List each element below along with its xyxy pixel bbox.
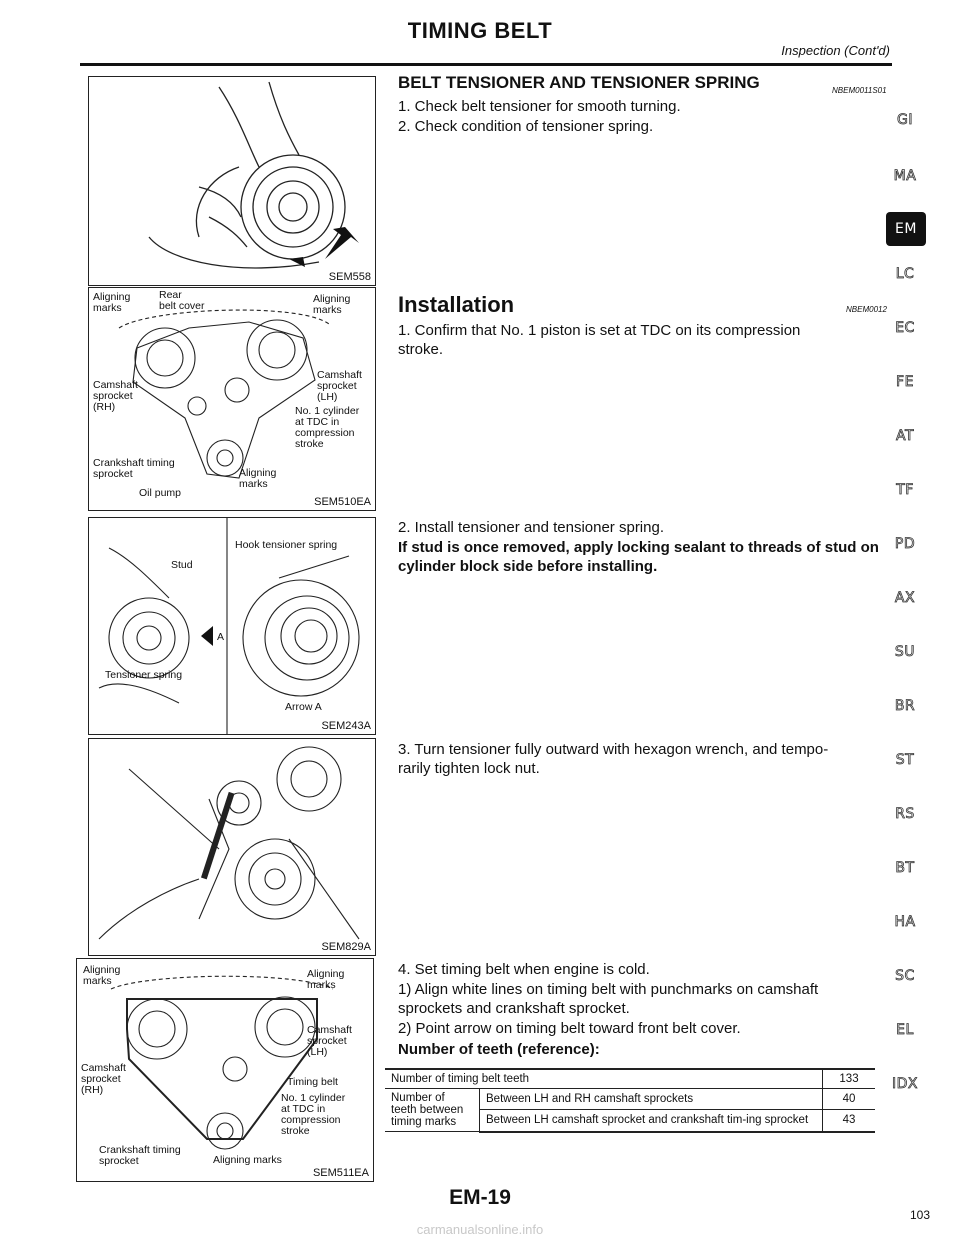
figure-code: SEM558 xyxy=(328,271,371,283)
side-tab-at[interactable]: AT xyxy=(895,428,915,445)
label-arrow-a: Arrow A xyxy=(285,701,322,713)
side-tab-el[interactable]: EL xyxy=(896,1022,914,1039)
figure-tensioner-spring: Stud Hook tensioner spring A Tensioner s… xyxy=(88,517,376,735)
label-stud: Stud xyxy=(171,559,193,571)
step-turn-tensioner: 3. Turn tensioner fully outward with hex… xyxy=(398,741,829,777)
warning-locking-sealant: If stud is once removed, apply locking s… xyxy=(398,539,879,575)
cell-label: Between LH camshaft sprocket and cranksh… xyxy=(479,1109,823,1133)
label-timing-belt: Timing belt xyxy=(287,1076,338,1088)
cell-value: 43 xyxy=(822,1109,875,1133)
label-crankshaft-sprocket: Crankshaft timing sprocket xyxy=(93,457,175,480)
table-row: Number of teeth between timing marks Bet… xyxy=(385,1087,875,1132)
label-aligning-marks-bottom: Aligning marks xyxy=(239,467,277,490)
page-label: EM-19 xyxy=(449,1186,511,1209)
figure-aligning-marks: Aligning marks Rear belt cover Aligning … xyxy=(88,287,376,511)
label-no1-cylinder: No. 1 cylinder at TDC in compression str… xyxy=(281,1092,346,1137)
side-tab-su[interactable]: SU xyxy=(894,644,916,661)
side-tab-em[interactable]: EM xyxy=(886,212,926,246)
label-camshaft-sprocket-rh: Camshaft sprocket (RH) xyxy=(81,1062,126,1096)
label-aligning-marks-left: Aligning marks xyxy=(93,291,131,314)
timing-belt-diagram xyxy=(110,975,334,1150)
hexagon-wrench-illustration xyxy=(98,746,360,940)
cell-value: 133 xyxy=(822,1068,875,1089)
label-camshaft-sprocket-lh: Camshaft sprocket (LH) xyxy=(307,1024,352,1058)
figure-code: SEM829A xyxy=(321,941,371,953)
side-tab-lc[interactable]: LC xyxy=(895,266,915,283)
table-row: Number of timing belt teeth 133 xyxy=(385,1068,875,1089)
side-tab-ec[interactable]: EC xyxy=(895,320,915,337)
side-tab-br[interactable]: BR xyxy=(894,698,916,715)
section-heading-installation: Installation xyxy=(398,292,515,317)
side-tab-bt[interactable]: BT xyxy=(895,860,915,877)
figure-code: SEM510EA xyxy=(314,496,371,508)
step-set-timing-belt: 4. Set timing belt when engine is cold. xyxy=(398,961,650,978)
label-aligning-marks-right: Aligning marks xyxy=(307,968,345,991)
side-tab-idx[interactable]: IDX xyxy=(892,1076,918,1093)
figure-hexagon-wrench: SEM829A xyxy=(88,738,376,956)
label-aligning-marks-right: Aligning marks xyxy=(313,293,351,316)
teeth-table-title: Number of teeth (reference): xyxy=(398,1041,600,1058)
label-aligning-marks-bottom: Aligning marks xyxy=(213,1154,282,1166)
side-tab-ax[interactable]: AX xyxy=(894,590,916,607)
step-install-tensioner: 2. Install tensioner and tensioner sprin… xyxy=(398,519,664,536)
label-camshaft-sprocket-rh: Camshaft sprocket (RH) xyxy=(93,379,138,413)
step-confirm-tdc: 1. Confirm that No. 1 piston is set at T… xyxy=(398,322,801,358)
side-tab-st[interactable]: ST xyxy=(895,752,915,769)
label-rear-belt-cover: Rear belt cover xyxy=(159,289,205,312)
watermark: carmanualsonline.info xyxy=(416,1222,544,1237)
side-tab-tf[interactable]: TF xyxy=(896,482,914,499)
header-rule xyxy=(80,63,892,66)
cell-label: Number of timing belt teeth xyxy=(385,1068,823,1089)
substep-point-arrow: 2) Point arrow on timing belt toward fro… xyxy=(398,1020,741,1037)
side-tab-pd[interactable]: PD xyxy=(894,536,916,553)
step-check-turning: 1. Check belt tensioner for smooth turni… xyxy=(398,98,681,115)
label-arrow-a-marker: A xyxy=(217,631,225,643)
label-hook-tensioner-spring: Hook tensioner spring xyxy=(235,539,338,551)
label-no1-cylinder: No. 1 cylinder at TDC in compression str… xyxy=(295,405,360,450)
page-subtitle: Inspection (Cont'd) xyxy=(781,43,890,58)
cell-label: Between LH and RH camshaft sprockets xyxy=(479,1087,823,1111)
cell-group-label: Number of teeth between timing marks xyxy=(385,1088,480,1132)
side-tab-ha[interactable]: HA xyxy=(894,914,916,931)
substep-align-white-lines: 1) Align white lines on timing belt with… xyxy=(398,981,819,1017)
teeth-table: Number of timing belt teeth 133 Number o… xyxy=(385,1068,875,1133)
figure-tensioner-turning: SEM558 xyxy=(88,76,376,286)
label-tensioner-spring: Tensioner spring xyxy=(105,669,183,681)
figure-timing-belt-marks: Aligning marks Aligning marks Camshaft s… xyxy=(76,958,374,1182)
label-aligning-marks-left: Aligning marks xyxy=(83,964,121,987)
label-camshaft-sprocket-lh: Camshaft sprocket (LH) xyxy=(317,369,362,403)
section-ref-code: NBEM0012 xyxy=(846,305,887,314)
side-tab-rs[interactable]: RS xyxy=(895,806,915,823)
figure-code: SEM243A xyxy=(321,720,371,732)
page-number: 103 xyxy=(909,1208,930,1222)
tensioner-hand-illustration xyxy=(148,81,359,269)
label-crankshaft-sprocket: Crankshaft timing sprocket xyxy=(99,1144,181,1167)
section-heading-tensioner: BELT TENSIONER AND TENSIONER SPRING xyxy=(398,73,760,92)
page-title: TIMING BELT xyxy=(407,18,553,43)
cell-value: 40 xyxy=(822,1087,875,1111)
side-tab-sc[interactable]: SC xyxy=(895,968,915,985)
tensioner-spring-illustration xyxy=(98,518,360,734)
figure-code: SEM511EA xyxy=(312,1167,369,1179)
side-tab-ma[interactable]: MA xyxy=(893,168,917,185)
engine-front-diagram xyxy=(118,309,330,479)
section-ref-code: NBEM0011S01 xyxy=(832,86,887,95)
side-tab-fe[interactable]: FE xyxy=(896,374,914,391)
table-row: Between LH camshaft sprocket and cranksh… xyxy=(385,1109,875,1133)
step-check-spring: 2. Check condition of tensioner spring. xyxy=(398,118,654,135)
label-oil-pump: Oil pump xyxy=(139,487,182,499)
side-tab-gi[interactable]: GI xyxy=(897,112,913,129)
